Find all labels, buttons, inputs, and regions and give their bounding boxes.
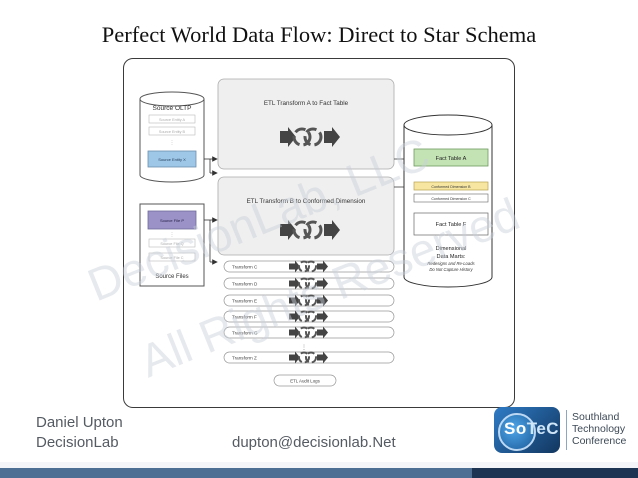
footer-band-left	[0, 468, 472, 478]
logo-text-line1: Southland	[572, 411, 620, 423]
transform-label: Transform F	[232, 315, 257, 320]
data-marts-caption-line1: Dimensional	[436, 246, 467, 252]
transform-label: Transform D	[232, 282, 258, 287]
fact-table-a-box	[413, 148, 489, 167]
footer-organization: DecisionLab	[36, 434, 119, 451]
transform-row: Transform C	[223, 259, 395, 274]
source-entity-x-box	[147, 150, 197, 168]
source-entity-a-box	[148, 114, 196, 124]
source-file-q-box	[148, 238, 196, 248]
sotec-logo: SoTeC Southland Technology Conference	[486, 404, 636, 456]
footer-email: dupton@decisionlab.Net	[232, 434, 396, 451]
transform-row: Transform E	[223, 293, 395, 308]
data-flow-diagram: Source OLTP Source Entity A Source Entit…	[123, 58, 515, 408]
fact-table-f-label: Fact Table F	[436, 222, 467, 228]
diagram-canvas: Source OLTP Source Entity A Source Entit…	[139, 78, 493, 387]
conformed-dimension-c-label: Conformed Dimension C	[431, 197, 471, 201]
source-file-q-label: Source File Q	[160, 242, 183, 246]
fact-table-a-label: Fact Table A	[436, 156, 467, 162]
source-entity-b-label: Source Entity B	[159, 130, 186, 134]
source-entity-a-label: Source Entity A	[159, 118, 185, 122]
ellipsis-dots: ⋮	[170, 140, 175, 146]
logo-circle-icon	[498, 413, 536, 451]
data-marts-cylinder: Fact Table A Conformed Dimension B Confo…	[403, 114, 493, 288]
ellipsis-dots: ⋮	[170, 232, 175, 238]
slide-footer-band	[0, 462, 638, 478]
logo-tile: SoTeC	[494, 407, 560, 453]
transform-row: Transform Z	[223, 350, 395, 365]
transform-label: Transform E	[232, 299, 257, 304]
etl-transform-b-title: ETL Transform B to Conformed Dimension	[247, 198, 366, 205]
transform-list: Transform C Transform D Transform E Tran…	[223, 259, 395, 387]
etl-transform-a: ETL Transform A to Fact Table	[217, 78, 395, 170]
source-oltp-title: Source OLTP	[153, 105, 192, 112]
source-entity-x-label: Source Entity X	[158, 157, 186, 162]
data-marts-caption-line2: Data Marts:	[437, 254, 466, 260]
logo-wordmark: SoTeC	[504, 419, 559, 439]
transform-row: Transform F	[223, 309, 395, 324]
source-oltp-cylinder: Source OLTP Source Entity A Source Entit…	[139, 91, 205, 183]
source-files-title: Source Files	[155, 274, 188, 280]
conformed-dimension-c-box	[413, 193, 489, 203]
conformed-dimension-b-box	[413, 181, 489, 191]
source-entity-b-box	[148, 126, 196, 136]
fact-table-f-box	[413, 212, 489, 236]
ellipsis-dots: ⋮	[301, 345, 307, 351]
logo-separator	[566, 410, 567, 450]
source-file-c-box	[148, 252, 196, 262]
slide-title: Perfect World Data Flow: Direct to Star …	[101, 22, 537, 47]
etl-audit-logs: ETL Audit Logs	[273, 374, 337, 387]
transform-label: Transform G	[232, 331, 258, 336]
data-marts-note-line1: Redesigns and Re-Loads	[427, 261, 475, 266]
source-files-box: Source File P ⋮ Source File Q Source Fil…	[139, 203, 205, 287]
transform-row: Transform G	[223, 325, 395, 340]
footer-band-right	[472, 468, 638, 478]
transform-label: Transform C	[232, 265, 258, 270]
conformed-dimension-b-label: Conformed Dimension B	[431, 185, 471, 189]
source-file-p-label: Source File P	[160, 218, 184, 223]
data-marts-note-line2: Do Not Capture History	[429, 267, 473, 272]
etl-transform-b: ETL Transform B to Conformed Dimension	[217, 176, 395, 256]
footer-author-name: Daniel Upton	[36, 414, 123, 431]
source-file-p-box	[147, 210, 197, 230]
transform-label: Transform Z	[232, 356, 257, 361]
logo-word-tec: TeC	[526, 419, 560, 438]
logo-word-so: So	[504, 419, 527, 438]
logo-text-line2: Technology	[572, 423, 626, 435]
logo-text-line3: Conference	[572, 435, 627, 447]
transform-row: Transform D	[223, 276, 395, 291]
source-file-c-label: Source File C	[160, 256, 183, 260]
etl-audit-logs-label: ETL Audit Logs	[290, 379, 320, 384]
etl-transform-a-title: ETL Transform A to Fact Table	[264, 100, 349, 107]
